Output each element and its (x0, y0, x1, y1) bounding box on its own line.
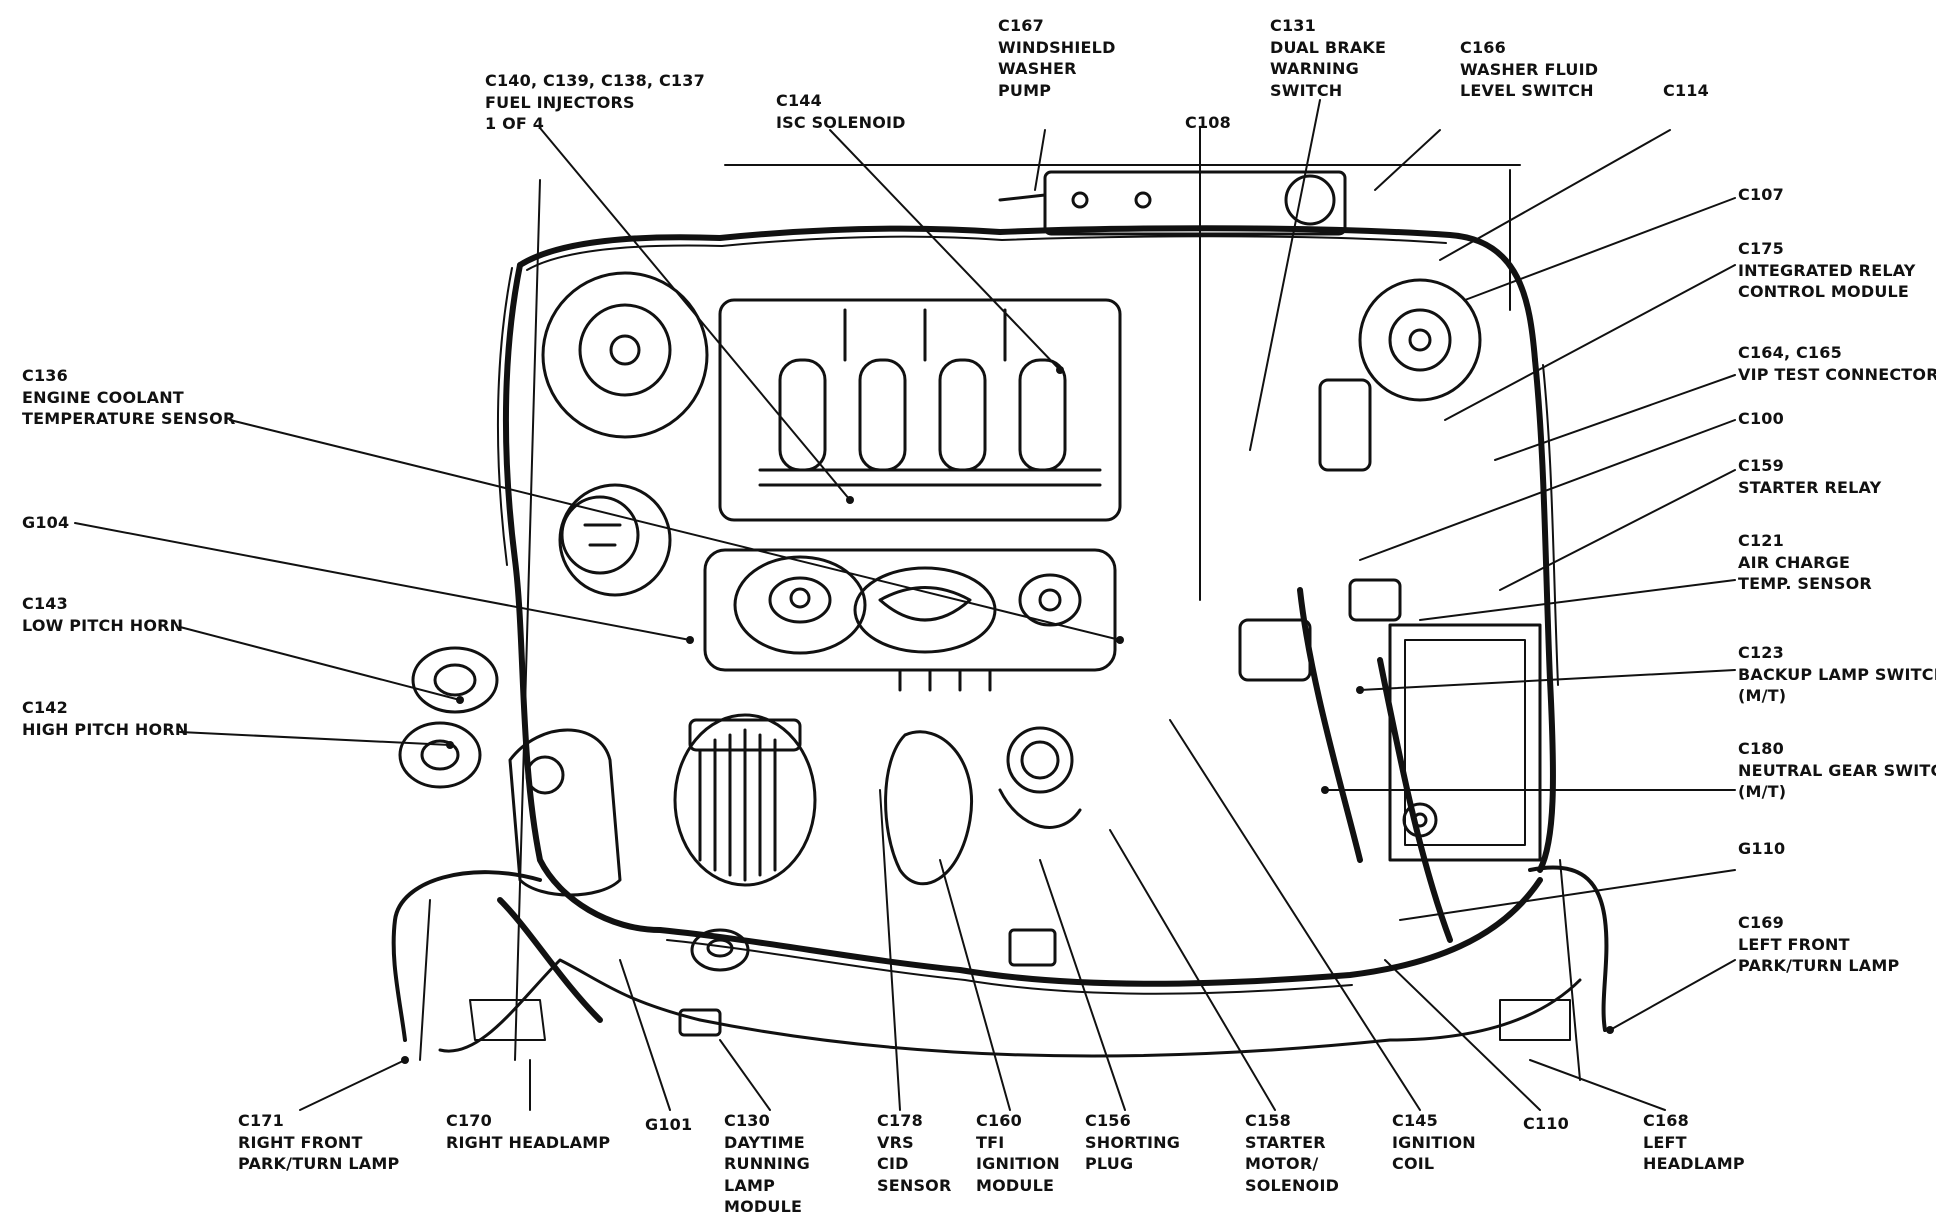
horns (398, 646, 499, 789)
label-c123: C123 BACKUP LAMP SWITCH (M/T) (1738, 643, 1936, 705)
label-g104: G104 (22, 513, 70, 532)
coolant-reservoir (508, 728, 622, 897)
label-c164: C164, C165 VIP TEST CONNECTORS (1738, 343, 1936, 384)
label-c114: C114 (1663, 81, 1709, 100)
throttle-body (703, 548, 1117, 692)
label-c144: C144 ISC SOLENOID (776, 91, 906, 132)
washer-reservoir (998, 170, 1347, 236)
label-c130: C130 DAYTIME RUNNING LAMP MODULE (724, 1111, 810, 1216)
label-c107: C107 (1738, 185, 1784, 204)
body-outline (419, 164, 1582, 1081)
label-c159: C159 STARTER RELAY (1738, 456, 1882, 497)
battery-and-relay (1238, 278, 1542, 862)
intake-manifold (718, 298, 1122, 522)
label-c156: C156 SHORTING PLUG (1085, 1111, 1181, 1173)
label-c169: C169 LEFT FRONT PARK/TURN LAMP (1738, 913, 1900, 975)
label-c131: C131 DUAL BRAKE WARNING SWITCH (1270, 16, 1387, 100)
lamp-harness-left (391, 865, 1609, 1042)
label-c136: C136 ENGINE COOLANT TEMPERATURE SENSOR (22, 366, 236, 428)
connector-dots (401, 366, 1614, 1064)
label-c175: C175 INTEGRATED RELAY CONTROL MODULE (1738, 239, 1916, 301)
label-c167: C167 WINDSHIELD WASHER PUMP (998, 16, 1116, 100)
label-c178: C178 VRS CID SENSOR (877, 1111, 952, 1195)
accessory-pulleys (541, 271, 709, 597)
label-c110: C110 (1523, 1114, 1569, 1133)
distributor (884, 726, 1082, 967)
label-c168: C168 LEFT HEADLAMP (1643, 1111, 1745, 1173)
label-c158: C158 STARTER MOTOR/ SOLENOID (1245, 1111, 1340, 1195)
alternator (673, 713, 817, 887)
label-g110: G110 (1738, 839, 1786, 858)
label-c166: C166 WASHER FLUID LEVEL SWITCH (1460, 38, 1599, 100)
label-c108: C108 (1185, 113, 1231, 132)
harness-inner (496, 235, 1559, 995)
label-c100: C100 (1738, 409, 1784, 428)
label-c145: C145 IGNITION COIL (1392, 1111, 1476, 1173)
label-c180: C180 NEUTRAL GEAR SWITCH (M/T) (1738, 739, 1936, 801)
leader-lines (74, 99, 1736, 1111)
radiator-cap (678, 928, 750, 1037)
label-c140: C140, C139, C138, C137 FUEL INJECTORS 1 … (485, 71, 705, 133)
label-c170: C170 RIGHT HEADLAMP (446, 1111, 611, 1152)
label-c142: C142 HIGH PITCH HORN (22, 698, 189, 739)
label-c143: C143 LOW PITCH HORN (22, 594, 184, 635)
label-g101: G101 (645, 1115, 693, 1134)
label-c171: C171 RIGHT FRONT PARK/TURN LAMP (238, 1111, 400, 1173)
label-c160: C160 TFI IGNITION MODULE (976, 1111, 1060, 1195)
label-c121: C121 AIR CHARGE TEMP. SENSOR (1738, 531, 1872, 593)
